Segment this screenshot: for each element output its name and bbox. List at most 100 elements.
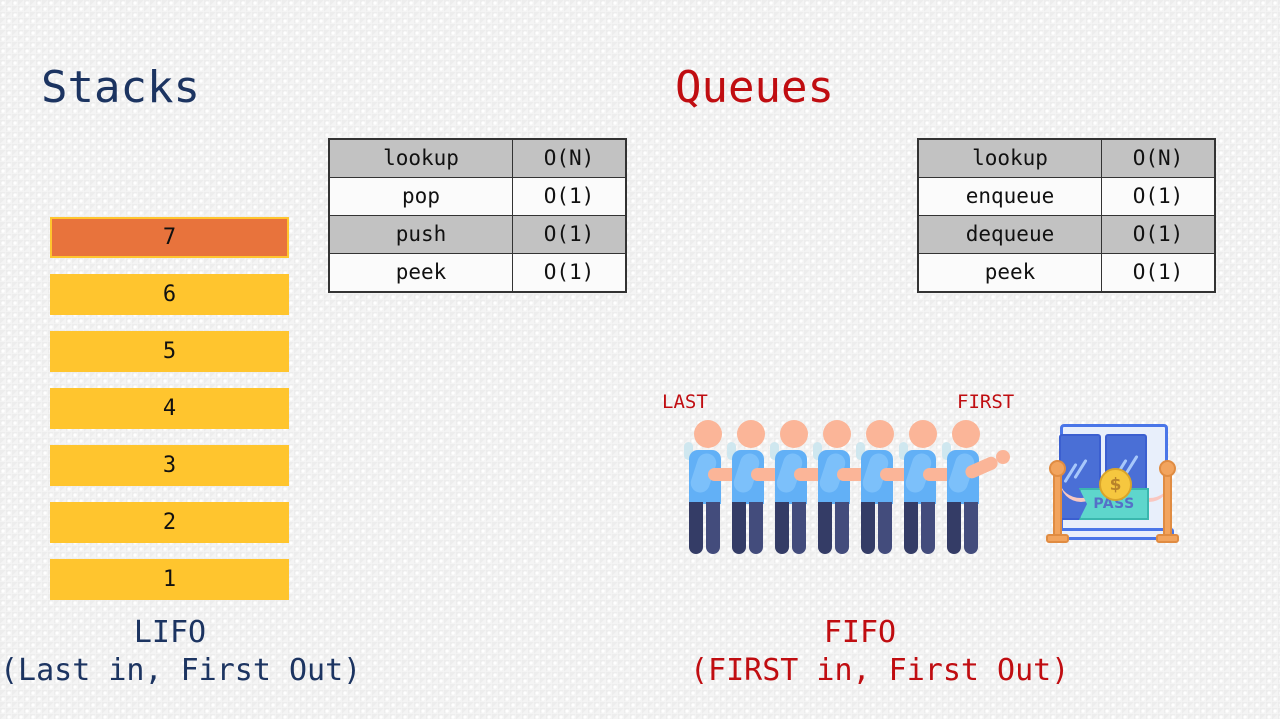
operation-complexity: O(1)	[1101, 177, 1216, 216]
person-leg	[792, 502, 806, 554]
stack-caption: LIFO (Last in, First Out)	[0, 614, 362, 690]
person-head-icon	[866, 420, 894, 448]
stanchion-rope-right	[1128, 476, 1170, 502]
stanchion-foot-right	[1156, 534, 1179, 543]
person-neck	[727, 442, 736, 460]
stack-block: 3	[50, 445, 289, 486]
operation-name: lookup	[328, 138, 513, 178]
person-leg	[732, 502, 746, 554]
queue-person	[856, 420, 922, 555]
stack-block: 7	[50, 217, 289, 258]
person-head-icon	[694, 420, 722, 448]
stanchion-knob-left	[1049, 460, 1066, 477]
pass-ticket-label: PASS	[1093, 496, 1135, 512]
person-legs	[689, 502, 721, 554]
queue-caption-line2: (FIRST in, First Out)	[690, 653, 1070, 688]
operation-name: dequeue	[917, 215, 1102, 254]
person-hand	[996, 450, 1010, 464]
page-title-stacks: Stacks	[41, 62, 200, 113]
queue-person	[727, 420, 793, 555]
stanchion-knob-right	[1159, 460, 1176, 477]
person-leg	[921, 502, 935, 554]
stack-caption-line2: (Last in, First Out)	[0, 653, 362, 688]
person-leg	[878, 502, 892, 554]
person-leg	[775, 502, 789, 554]
person-neck	[813, 442, 822, 460]
person-head-icon	[952, 420, 980, 448]
person-leg	[749, 502, 763, 554]
operation-name: peek	[917, 253, 1102, 293]
person-leg	[947, 502, 961, 554]
queue-last-label: LAST	[662, 391, 708, 413]
person-neck	[684, 442, 693, 460]
person-legs	[732, 502, 764, 554]
person-head-icon	[823, 420, 851, 448]
person-leg	[964, 502, 978, 554]
queue-person	[813, 420, 879, 555]
queue-person	[684, 420, 750, 555]
coin-symbol: $	[1109, 474, 1122, 495]
stanchion-foot-left	[1046, 534, 1069, 543]
person-leg	[835, 502, 849, 554]
operation-complexity: O(1)	[1101, 253, 1216, 293]
person-legs	[861, 502, 893, 554]
stack-block: 2	[50, 502, 289, 543]
stanchion-rope-left	[1060, 476, 1102, 502]
operation-complexity: O(1)	[512, 177, 627, 216]
queue-caption: FIFO (FIRST in, First Out)	[690, 614, 1070, 690]
operation-complexity: O(N)	[512, 138, 627, 178]
operation-name: peek	[328, 253, 513, 293]
person-neck	[856, 442, 865, 460]
operation-name: lookup	[917, 138, 1102, 178]
person-neck	[942, 442, 951, 460]
stack-caption-line1: LIFO	[133, 615, 207, 650]
person-neck	[770, 442, 779, 460]
dollar-coin-icon: $	[1099, 468, 1132, 501]
person-legs	[818, 502, 850, 554]
person-leg	[689, 502, 703, 554]
person-head-icon	[909, 420, 937, 448]
queue-person	[942, 420, 1010, 555]
person-head-icon	[780, 420, 808, 448]
stack-block: 6	[50, 274, 289, 315]
person-legs	[775, 502, 807, 554]
person-legs	[947, 502, 979, 554]
stack-block: 1	[50, 559, 289, 600]
queue-person	[899, 420, 965, 555]
operation-complexity: O(1)	[1101, 215, 1216, 254]
queue-people-illustration	[684, 420, 1010, 555]
ticket-booth-icon: PASS $	[1046, 424, 1185, 546]
stack-block: 5	[50, 331, 289, 372]
person-leg	[904, 502, 918, 554]
queue-caption-line1: FIFO	[823, 615, 897, 650]
person-leg	[706, 502, 720, 554]
operation-name: pop	[328, 177, 513, 216]
person-head-icon	[737, 420, 765, 448]
operation-name: push	[328, 215, 513, 254]
operation-name: enqueue	[917, 177, 1102, 216]
stack-visualization: 7 6 5 4 3 2 1	[50, 217, 289, 616]
queue-first-label: FIRST	[957, 391, 1015, 413]
person-legs	[904, 502, 936, 554]
person-neck	[899, 442, 908, 460]
page-title-queues: Queues	[675, 62, 834, 113]
queue-person	[770, 420, 836, 555]
operation-complexity: O(1)	[512, 253, 627, 293]
operation-complexity: O(N)	[1101, 138, 1216, 178]
person-leg	[818, 502, 832, 554]
operation-complexity: O(1)	[512, 215, 627, 254]
stack-block: 4	[50, 388, 289, 429]
